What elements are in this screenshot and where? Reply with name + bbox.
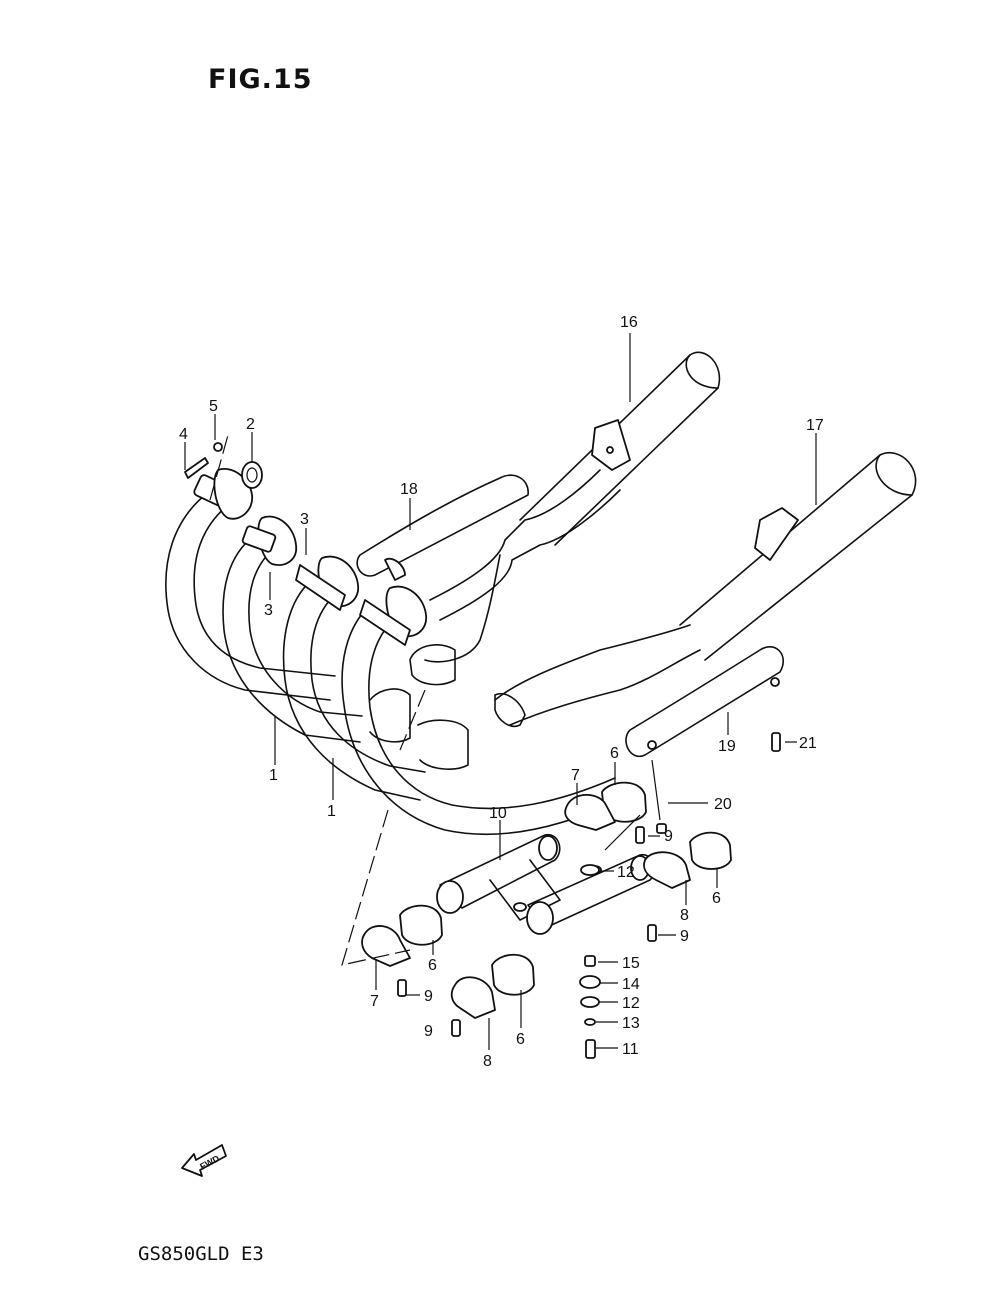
callout-9: 9: [424, 988, 433, 1005]
leader-lines: [184, 333, 817, 1050]
hardware-fasteners: [184, 442, 781, 1059]
callout-numbers: 1 1 2 3 3 4 5 6 6 6 6 7 7 8 8 9 9 9 9 10…: [179, 314, 824, 1070]
callout-6: 6: [712, 890, 721, 907]
model-code: GS850GLD E3: [138, 1243, 264, 1265]
callout-9: 9: [664, 828, 673, 845]
callout-2: 2: [246, 416, 255, 433]
assembly-guide-lines: [209, 434, 661, 966]
pipe-clamps: [361, 793, 691, 1019]
callout-21: 21: [799, 735, 817, 752]
heat-shield-upper: [356, 474, 529, 581]
exhaust-collector: [409, 469, 701, 728]
callout-3: 3: [300, 511, 309, 528]
callout-20: 20: [714, 796, 732, 813]
callout-3: 3: [264, 602, 273, 619]
callout-7: 7: [571, 767, 580, 784]
heat-shield-lower: [625, 646, 784, 758]
crossover-pipe: [436, 834, 656, 935]
callout-7: 7: [370, 993, 379, 1010]
callout-13: 13: [622, 1015, 640, 1032]
callout-1: 1: [327, 803, 336, 820]
callout-16: 16: [620, 314, 638, 331]
callout-4: 4: [179, 426, 188, 443]
callout-19: 19: [718, 738, 736, 755]
figure-title: FIG.15: [208, 64, 313, 95]
callout-8: 8: [483, 1053, 492, 1070]
callout-6: 6: [516, 1031, 525, 1048]
callout-10: 10: [489, 805, 507, 822]
forward-direction-arrow: FWD: [181, 1144, 227, 1177]
callout-8: 8: [680, 907, 689, 924]
callout-15: 15: [622, 955, 640, 972]
callout-12: 12: [622, 995, 640, 1012]
callout-14: 14: [622, 976, 640, 993]
callout-9: 9: [424, 1023, 433, 1040]
callout-9: 9: [680, 928, 689, 945]
callout-12: 12: [617, 864, 635, 881]
callout-6: 6: [610, 745, 619, 762]
callout-5: 5: [209, 398, 218, 415]
connector-sleeves: [399, 781, 732, 996]
callout-6: 6: [428, 957, 437, 974]
muffler-lower: [679, 452, 917, 661]
callout-18: 18: [400, 481, 418, 498]
callout-1: 1: [269, 767, 278, 784]
callout-11: 11: [622, 1041, 639, 1058]
exhaust-header-pipes: [165, 468, 621, 836]
callout-17: 17: [806, 417, 824, 434]
muffler-upper: [519, 351, 721, 546]
